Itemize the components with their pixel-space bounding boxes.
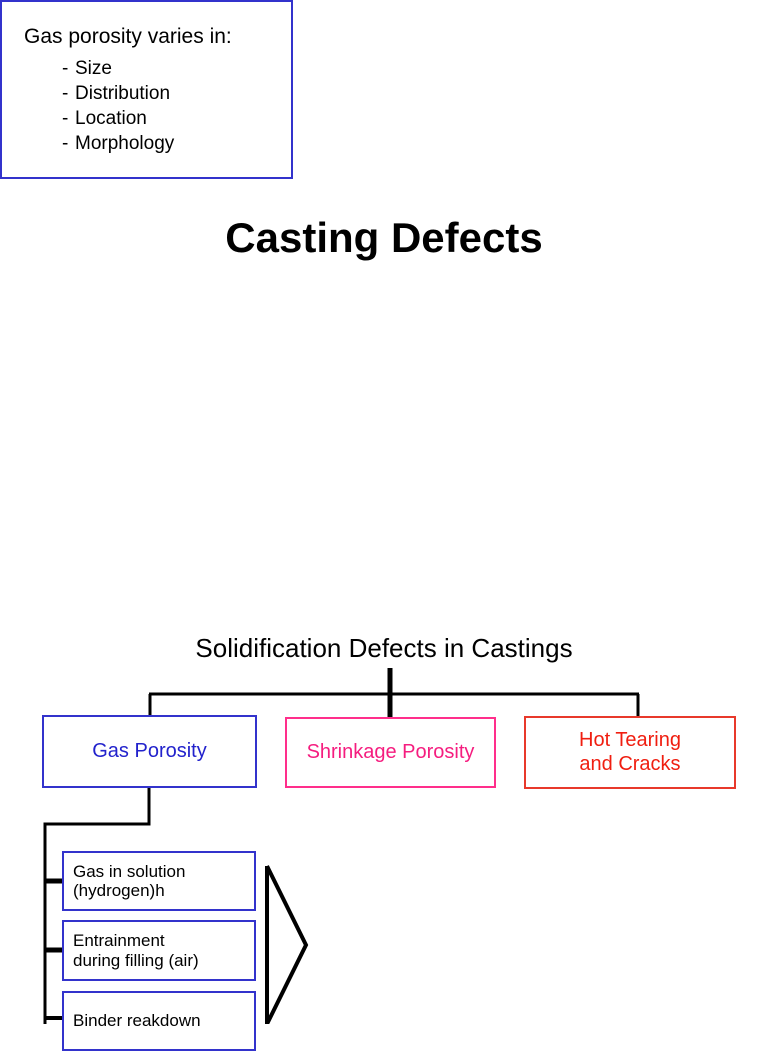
list-item-label: Size [75,58,112,79]
info-callout-list: -Size -Distribution -Location -Morpholog… [2,56,291,156]
node-cause-gas-in-solution[interactable]: Gas in solution (hydrogen)h [62,851,256,911]
info-callout-gas-porosity-variation: Gas porosity varies in: -Size -Distribut… [0,0,293,179]
list-item-label: Morphology [75,133,175,154]
node-cause-gas-in-solution-label: Gas in solution (hydrogen)h [73,861,186,900]
node-cause-entrainment-during-filling[interactable]: Entrainment during filling (air) [62,920,256,981]
list-item: -Size [62,56,291,81]
info-callout-heading: Gas porosity varies in: [24,25,232,48]
list-item: -Distribution [62,81,291,106]
page-title: Casting Defects [225,214,543,261]
diagram-root-label: Solidification Defects in Castings [195,633,573,663]
list-item-label: Location [75,108,147,129]
node-hot-tearing-and-cracks[interactable]: Hot Tearing and Cracks [524,716,736,789]
node-gas-porosity-label: Gas Porosity [92,739,207,762]
bullet-dash-icon: - [62,133,69,154]
bullet-dash-icon: - [62,108,69,129]
list-item-label: Distribution [75,83,171,104]
slide-canvas: Casting Defects Solidification Defects i… [0,0,736,1051]
list-item: -Location [62,106,291,131]
bullet-dash-icon: - [62,58,69,79]
bullet-dash-icon: - [62,83,69,104]
chevron-right-arrow-icon [265,865,309,1024]
node-hot-tearing-and-cracks-label: Hot Tearing and Cracks [579,728,681,775]
node-shrinkage-porosity[interactable]: Shrinkage Porosity [285,717,496,788]
list-item: -Morphology [62,131,291,156]
node-cause-entrainment-during-filling-label: Entrainment during filling (air) [73,931,199,970]
node-cause-binder-breakdown-label: Binder reakdown [73,1011,201,1031]
node-cause-binder-breakdown[interactable]: Binder reakdown [62,991,256,1051]
node-gas-porosity[interactable]: Gas Porosity [42,715,257,788]
node-shrinkage-porosity-label: Shrinkage Porosity [306,740,475,763]
